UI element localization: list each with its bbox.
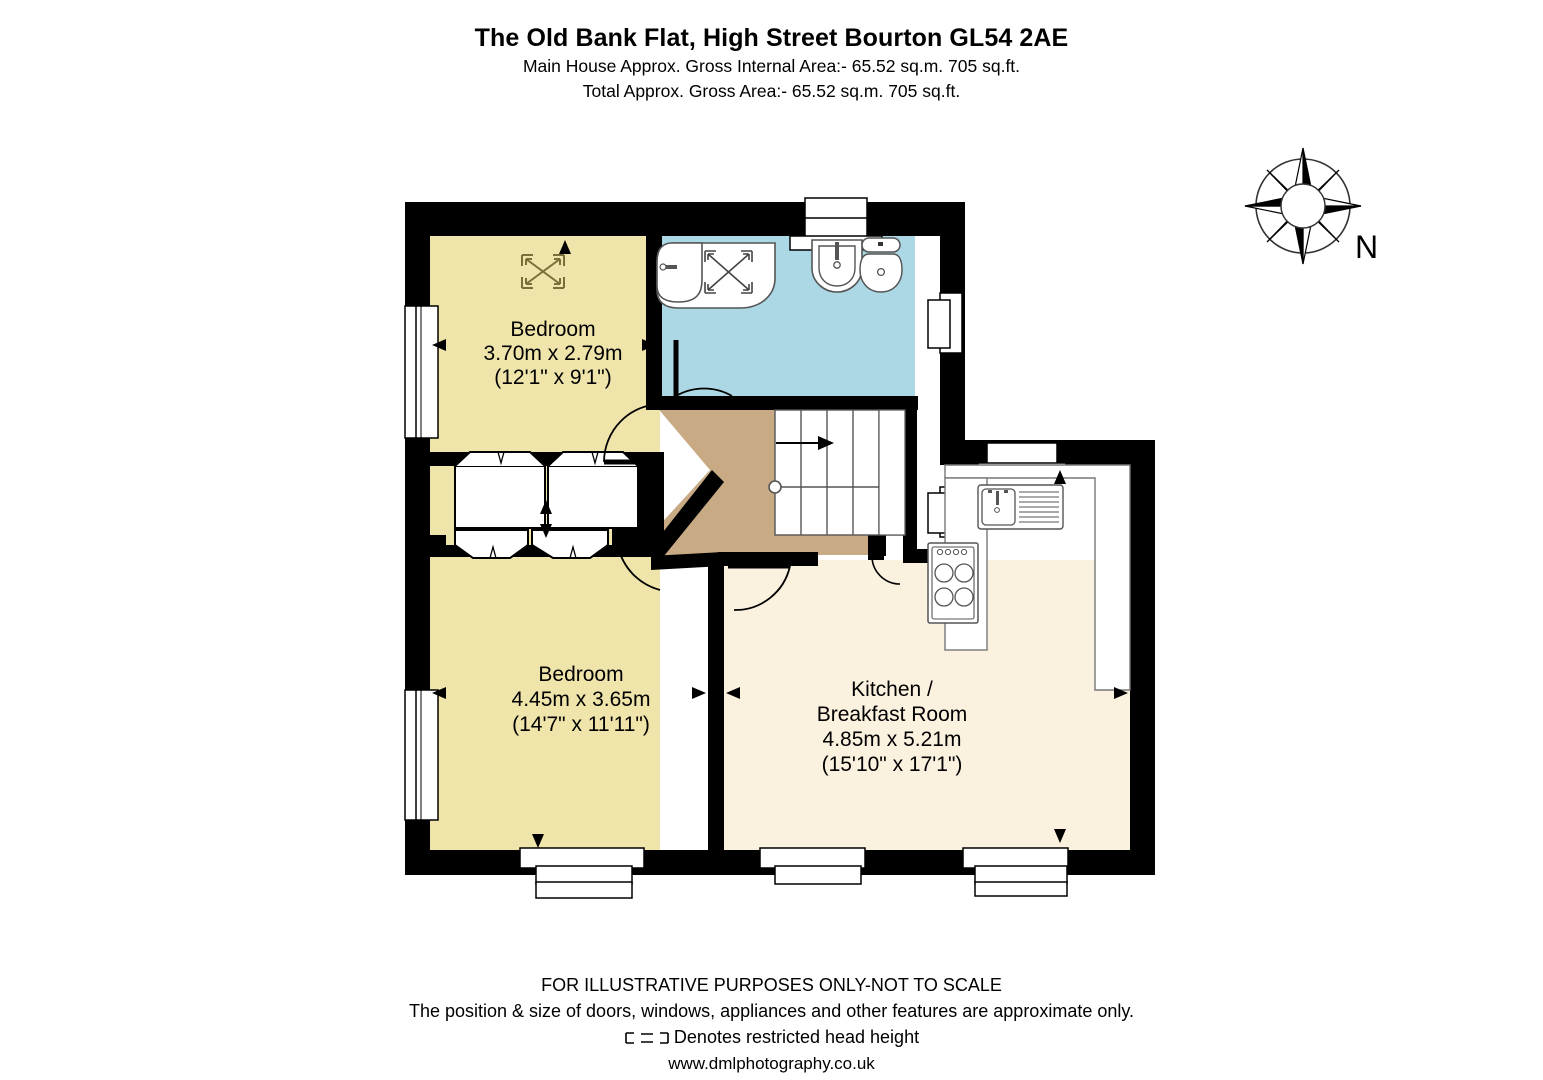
total-gross-area-line: Total Approx. Gross Area:- 65.52 sq.m. 7… — [582, 80, 961, 101]
restricted-head-height-icon — [624, 1030, 670, 1046]
bedroom-2-name: Bedroom — [538, 663, 623, 686]
kitchen-dim-metric: 4.85m x 5.21m — [823, 728, 962, 751]
doors — [603, 340, 901, 611]
window-bathroom-right — [927, 292, 963, 354]
staircase-icon — [768, 409, 906, 536]
dimension-markers — [432, 240, 1128, 848]
window-kitchen-bottom-left — [759, 847, 866, 885]
label-kitchen: Kitchen / Breakfast Room 4.85m x 5.21m (… — [817, 678, 968, 776]
room-labels: Bedroom 3.70m x 2.79m (12'1" x 9'1") Bed… — [484, 318, 968, 776]
kitchen-name-line2: Breakfast Room — [817, 703, 968, 726]
kitchen-name-line1: Kitchen / — [851, 678, 933, 701]
label-bedroom-1: Bedroom 3.70m x 2.79m (12'1" x 9'1") — [484, 318, 623, 389]
kitchen-sink-icon — [977, 484, 1064, 530]
kitchen-units — [927, 464, 1131, 691]
four-burner-hob-icon — [927, 542, 979, 624]
footer-website: www.dmlphotography.co.uk — [668, 1054, 875, 1074]
bedroom-1-name: Bedroom — [510, 318, 595, 341]
bedroom-2-dim-imperial: (14'7" x 11'11") — [512, 713, 650, 736]
compass-rose — [1244, 147, 1362, 265]
bedroom-2-dim-metric: 4.45m x 3.65m — [512, 688, 651, 711]
footer-restricted-head-height-text: Denotes restricted head height — [673, 1027, 920, 1048]
plan-footer: FOR ILLUSTRATIVE PURPOSES ONLY-NOT TO SC… — [0, 972, 1543, 1077]
window-bedroom-1-left — [404, 305, 439, 439]
room-fill-bedroom-1 — [428, 236, 660, 461]
footer-restricted-head-height-line: Denotes restricted head height — [0, 1024, 1543, 1050]
bedroom-1-dim-imperial: (12'1" x 9'1") — [494, 366, 611, 389]
window-bedroom-2-bottom — [519, 847, 645, 899]
restricted-head-height-marker — [521, 254, 565, 289]
footer-approximate-note: The position & size of doors, windows, a… — [408, 1001, 1135, 1022]
footer-illustrative-note: FOR ILLUSTRATIVE PURPOSES ONLY-NOT TO SC… — [541, 975, 1002, 995]
compass-north-label: N — [1355, 229, 1378, 265]
gross-internal-area-line: Main House Approx. Gross Internal Area:-… — [522, 56, 1021, 76]
built-in-wardrobes — [454, 451, 639, 559]
kitchen-dim-imperial: (15'10" x 17'1") — [822, 753, 963, 776]
window-bedroom-2-left — [404, 689, 439, 821]
bedroom-1-dim-metric: 3.70m x 2.79m — [484, 342, 623, 365]
label-bedroom-2: Bedroom 4.45m x 3.65m (14'7" x 11'11") — [512, 663, 651, 736]
wash-basin-icon — [811, 239, 863, 293]
plan-header: The Old Bank Flat, High Street Bourton G… — [0, 22, 1543, 104]
bathroom-fixtures — [656, 237, 903, 309]
window-kitchen-bottom-right — [962, 847, 1069, 897]
room-fill-kitchen — [722, 560, 1130, 850]
page-title: The Old Bank Flat, High Street Bourton G… — [474, 24, 1069, 52]
bath-with-shower-icon — [656, 242, 776, 309]
toilet-icon — [859, 237, 903, 293]
